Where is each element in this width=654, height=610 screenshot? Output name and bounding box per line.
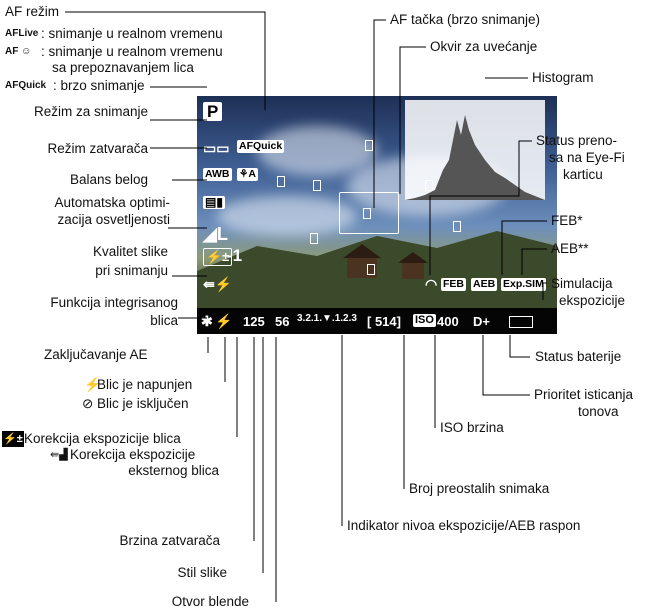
label-shots: Broj preostalih snimaka bbox=[409, 481, 550, 496]
label-af-face-1: : snimanje u realnom vremenu bbox=[41, 44, 223, 59]
label-highlight-2: tonova bbox=[578, 404, 619, 419]
label-ext-flash-comp-1: Korekcija ekspozicije bbox=[70, 447, 196, 462]
label-af-live: : snimanje u realnom vremenu bbox=[41, 26, 223, 41]
af-point bbox=[313, 180, 321, 191]
picture-style-badge: ⚘A bbox=[237, 168, 258, 181]
af-point bbox=[310, 233, 318, 244]
label-eyefi-1: Status preno- bbox=[536, 133, 618, 148]
battery-icon bbox=[509, 316, 533, 328]
af-point bbox=[365, 140, 373, 151]
iso-value: 400 bbox=[437, 314, 459, 329]
feb-badge: FEB bbox=[441, 278, 466, 291]
label-histogram: Histogram bbox=[532, 70, 594, 85]
eyefi-icon: ◠ bbox=[425, 276, 438, 292]
label-aperture: Otvor blende bbox=[171, 594, 249, 609]
builtin-flash-icon: ⇚⚡ bbox=[203, 276, 233, 292]
label-highlight-1: Prioritet isticanja bbox=[534, 387, 634, 402]
flash-comp-legend-icon: ⚡± bbox=[2, 431, 24, 447]
label-af-mode: AF režim bbox=[5, 4, 59, 19]
shutter-speed-value: 125 bbox=[243, 314, 265, 329]
info-bar: ✱ ⚡ 125 56 3.2.1.▼.1.2.3 [ 514] ISO 400 … bbox=[197, 308, 557, 334]
exposure-scale: 3.2.1.▼.1.2.3 bbox=[297, 313, 357, 324]
label-ae-lock: Zaključavanje AE bbox=[44, 347, 148, 362]
alo-icon: ▤▮ bbox=[203, 195, 225, 209]
flash-ready-icon: ⚡ bbox=[215, 313, 233, 329]
label-ext-flash-comp-2: eksternog blica bbox=[128, 463, 219, 478]
aeb-badge: AEB bbox=[471, 278, 498, 291]
histogram-graph bbox=[405, 115, 545, 200]
live-view-screen: P ▭▭ AFQuick AWB ⚘A ▤▮ ◢L ⚡± -1 ⇚⚡ ◠ FEB… bbox=[197, 96, 557, 334]
af-quick-icon: AFQuick bbox=[5, 80, 47, 91]
af-point bbox=[367, 264, 375, 275]
highlight-tone-priority: D+ bbox=[473, 314, 490, 329]
iso-badge: ISO bbox=[413, 314, 436, 327]
flash-ready-legend-icon: ⚡ bbox=[84, 377, 101, 392]
label-drive-mode: Režim zatvarača bbox=[47, 141, 148, 156]
histogram bbox=[405, 100, 545, 200]
label-exp-level: Indikator nivoa ekspozicije/AEB raspon bbox=[347, 518, 581, 533]
shooting-mode-badge: P bbox=[203, 102, 223, 121]
label-flash-comp: Korekcija ekspozicije blica bbox=[24, 431, 181, 446]
ext-flash-legend-icon: ⇚▟ bbox=[50, 449, 68, 461]
shots-remaining: [ 514] bbox=[367, 314, 401, 329]
label-exp-sim-2: ekspozicije bbox=[559, 293, 626, 308]
label-alo-2: zacija osvetljenosti bbox=[57, 212, 170, 227]
label-alo-1: Automatska optimi- bbox=[54, 195, 170, 210]
label-eyefi-2: sa na Eye-Fi bbox=[549, 150, 625, 165]
label-af-face-2: sa prepoznavanjem lica bbox=[52, 60, 194, 75]
af-point bbox=[453, 221, 461, 232]
label-shooting-mode: Režim za snimanje bbox=[33, 104, 148, 119]
label-white-balance: Balans belog bbox=[69, 172, 148, 187]
af-face-icon: AF ☺ bbox=[5, 46, 32, 57]
af-point bbox=[425, 180, 433, 191]
label-exp-sim-1: Simulacija bbox=[551, 276, 613, 291]
white-balance-badge: AWB bbox=[203, 168, 232, 181]
magnify-frame bbox=[339, 192, 399, 234]
ae-lock-icon: ✱ bbox=[201, 313, 213, 329]
flash-comp-icon: ⚡± bbox=[203, 248, 233, 266]
cloud bbox=[217, 196, 357, 236]
af-point bbox=[363, 208, 371, 219]
aperture-value: 56 bbox=[275, 314, 290, 329]
label-af-point: AF tačka (brzo snimanje) bbox=[390, 12, 541, 27]
label-shutter-speed: Brzina zatvarača bbox=[119, 533, 220, 548]
label-mag-frame: Okvir za uvećanje bbox=[430, 39, 538, 54]
label-quality-2: pri snimanju bbox=[95, 263, 168, 278]
exp-sim-badge: Exp.SIM bbox=[501, 278, 546, 291]
drive-mode-icon: ▭▭ bbox=[203, 140, 230, 156]
label-eyefi-3: karticu bbox=[563, 167, 603, 182]
label-picture-style: Stil slike bbox=[177, 565, 227, 580]
label-aeb: AEB** bbox=[551, 241, 589, 256]
flash-off-legend-icon: ⊘ bbox=[82, 396, 94, 411]
label-feb: FEB* bbox=[551, 213, 583, 228]
af-live-icon: AFLive bbox=[5, 28, 39, 39]
label-flash-ready: Blic je napunjen bbox=[97, 377, 193, 392]
image-quality-icon: ◢L bbox=[203, 224, 228, 244]
label-iso: ISO brzina bbox=[440, 420, 504, 435]
label-quality-1: Kvalitet slike bbox=[92, 244, 168, 259]
flash-comp-value: -1 bbox=[227, 246, 243, 265]
label-flash-func-2: blica bbox=[150, 313, 178, 328]
label-flash-off: Blic je isključen bbox=[97, 396, 189, 411]
af-point bbox=[277, 176, 285, 187]
label-flash-func-1: Funkcija integrisanog bbox=[50, 295, 178, 310]
label-battery: Status baterije bbox=[535, 349, 622, 364]
label-af-quick: : brzo snimanje bbox=[53, 78, 145, 93]
af-quick-badge: AFQuick bbox=[237, 140, 285, 153]
